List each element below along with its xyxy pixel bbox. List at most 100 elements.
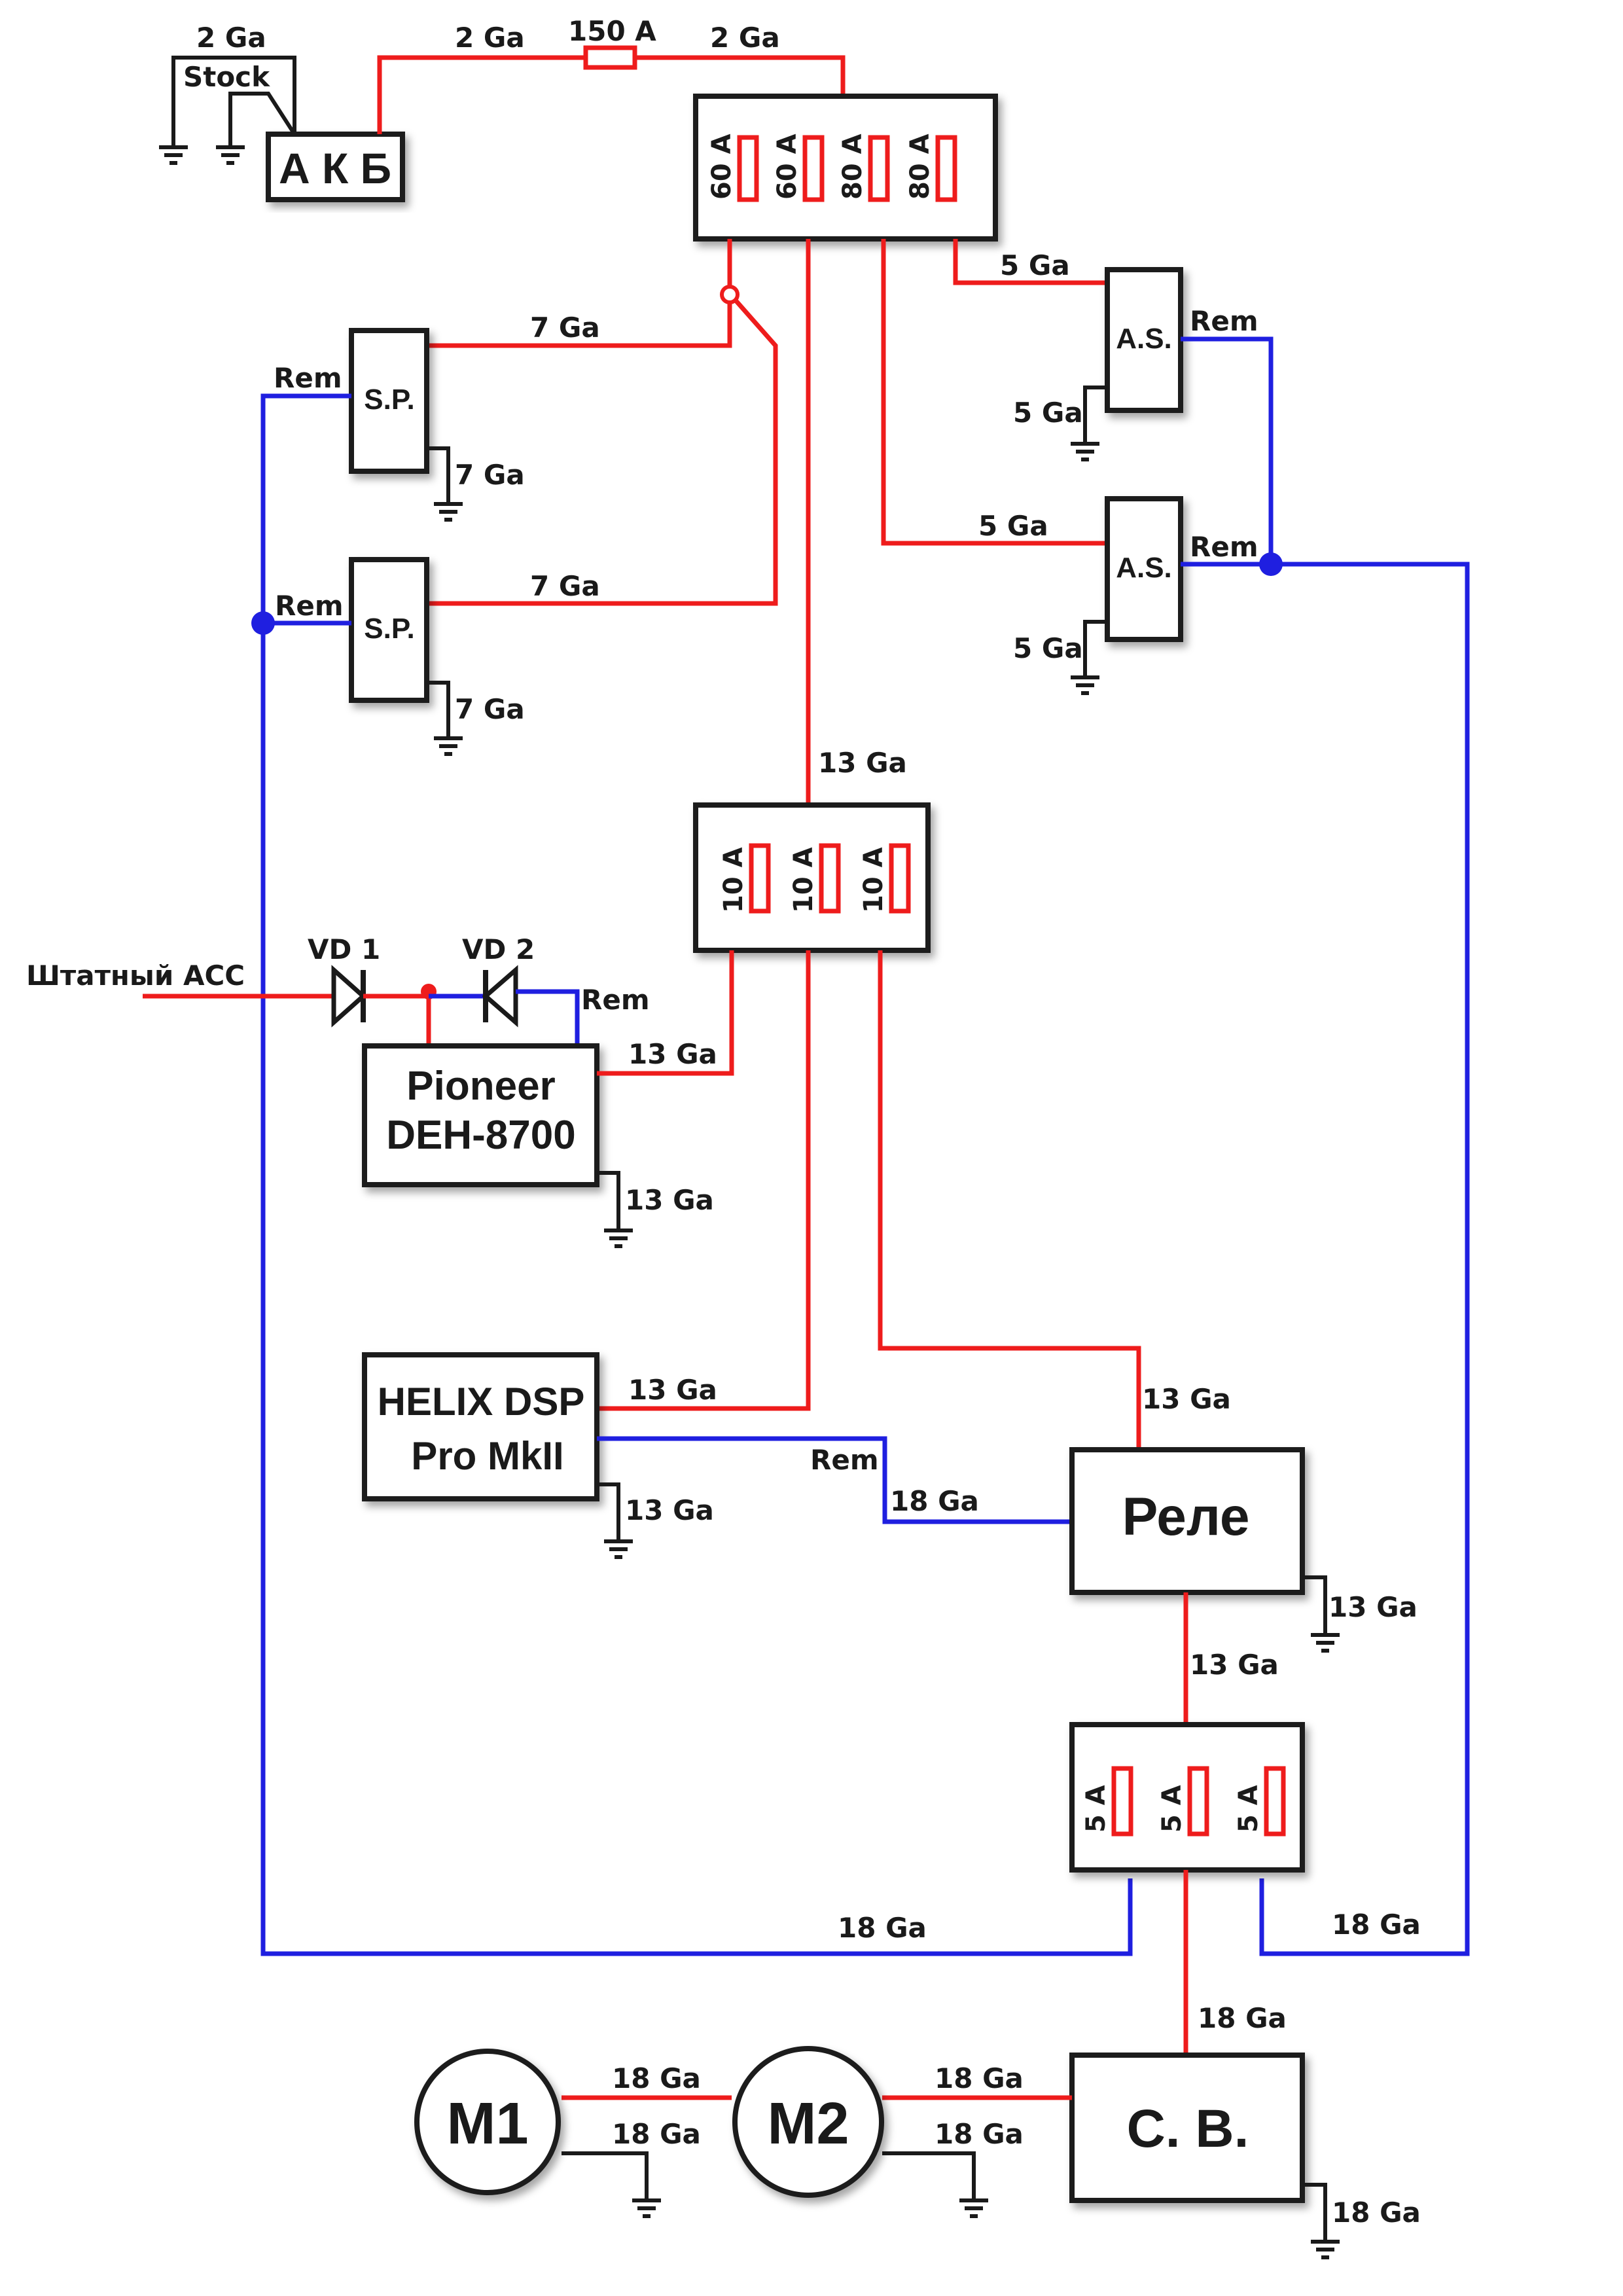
fuse-label: 80 A — [905, 134, 935, 200]
dsp-power-wire — [597, 950, 811, 1411]
junction-icon — [1259, 552, 1283, 576]
sp2-ground-gauge: 7 Ga — [455, 693, 525, 725]
inline-fuse — [583, 45, 637, 70]
ground-icon — [1311, 1635, 1340, 1651]
as2-ground-wire — [1083, 620, 1107, 677]
remote-bus-left — [260, 393, 1133, 1956]
fuse-label: 60 A — [707, 134, 737, 200]
as2-ground-gauge: 5 Ga — [1013, 632, 1083, 664]
as1-rem-label: Rem — [1190, 305, 1258, 337]
hu-power-wire — [597, 950, 734, 1076]
relay-out-gauge: 13 Ga — [1190, 1649, 1279, 1681]
ground-icon — [604, 1541, 633, 1557]
sp2-label: S.P. — [364, 613, 414, 645]
junction-icon — [720, 285, 740, 304]
sp2-box — [349, 557, 429, 703]
sp1-rem-label: Rem — [274, 362, 342, 394]
fuse-label: 60 A — [772, 134, 802, 200]
batt-fuse-gauge: 2 Ga — [455, 22, 525, 54]
motor-m2-label: M2 — [767, 2091, 849, 2157]
mid-fuses: 10 A 10 A 10 A — [719, 843, 911, 914]
dsp-rem-wire — [597, 1436, 1072, 1524]
diode-link-wire — [363, 994, 431, 1046]
as2-box — [1105, 496, 1183, 642]
inline-fuse-label: 150 A — [568, 15, 656, 47]
ground-icon — [604, 1230, 633, 1246]
sp2-rem-label: Rem — [275, 590, 344, 622]
dsp-ground-gauge: 13 Ga — [625, 1494, 714, 1526]
stock-ground-wire-2 — [228, 92, 296, 147]
battery-label: А К Б — [279, 144, 391, 192]
sp1-power-wire — [427, 239, 732, 348]
fuse-block-gauge: 2 Ga — [710, 22, 780, 54]
stock-ground-wire — [171, 56, 296, 147]
m1-power-gauge: 18 Ga — [612, 2062, 701, 2094]
diode-vd2-icon — [482, 965, 518, 1028]
relay-power-gauge: 13 Ga — [1142, 1383, 1231, 1415]
dsp-ground-wire — [597, 1482, 620, 1541]
sp1-label: S.P. — [364, 384, 414, 416]
vd2-label: VD 2 — [462, 933, 535, 965]
relay-power-wire — [878, 950, 1141, 1450]
as1-power-wire — [953, 239, 1107, 285]
fuse-label: 80 A — [838, 134, 868, 200]
main-power-wire — [377, 55, 586, 134]
m2-power-gauge: 18 Ga — [935, 2062, 1024, 2094]
mid-feed-gauge: 13 Ga — [818, 747, 907, 779]
controller-ground-gauge: 18 Ga — [1332, 2197, 1421, 2229]
remote-bus-left-gauge: 18 Ga — [838, 1912, 927, 1944]
m2-ground-gauge: 18 Ga — [935, 2118, 1024, 2150]
low-fuse-block — [1069, 1722, 1305, 1873]
ground-icon — [159, 147, 188, 163]
junction-icon — [251, 611, 275, 635]
as2-power-wire — [881, 239, 1107, 546]
ground-icon — [434, 738, 463, 754]
dsp-name: HELIX DSP — [378, 1380, 585, 1424]
low-fuses: 5 A 5 A 5 A — [1081, 1766, 1286, 1837]
sp1-ground-wire — [427, 446, 450, 504]
as1-ground-wire — [1083, 386, 1107, 444]
diode-vd1-icon — [331, 965, 367, 1028]
m2-ground-wire — [882, 2151, 976, 2200]
head-unit-model: DEH-8700 — [386, 1113, 575, 1158]
relay-label: Реле — [1122, 1487, 1250, 1547]
m1-ground-gauge: 18 Ga — [612, 2118, 701, 2150]
ground-icon — [1311, 2242, 1340, 2257]
dsp-power-gauge: 13 Ga — [628, 1374, 717, 1406]
relay-ground-gauge: 13 Ga — [1329, 1591, 1418, 1623]
controller-box — [1069, 2053, 1305, 2203]
as1-label: A.S. — [1116, 323, 1172, 355]
main-fuses: 60 A 60 A 80 A 80 A — [707, 134, 957, 202]
dsp-rem-label: Rem — [810, 1444, 879, 1476]
head-unit-box — [362, 1043, 599, 1187]
fuse-label: 5 A — [1234, 1785, 1264, 1833]
stock-ground-gauge: 2 Ga — [196, 22, 266, 54]
hu-ground-gauge: 13 Ga — [625, 1184, 714, 1216]
sp2-power-wire — [427, 299, 778, 606]
ground-icon — [632, 2200, 661, 2216]
motor-m2 — [732, 2046, 884, 2198]
motor-m1-label: M1 — [446, 2091, 528, 2157]
controller-ground-wire — [1302, 2183, 1327, 2242]
fuse-label: 10 A — [789, 847, 819, 913]
vd1-label: VD 1 — [308, 933, 380, 965]
as1-ground-gauge: 5 Ga — [1013, 397, 1083, 429]
hu-power-gauge: 13 Ga — [628, 1038, 717, 1070]
sp1-ground-gauge: 7 Ga — [455, 459, 525, 491]
dsp-model: Pro MkII — [411, 1434, 563, 1478]
ground-icon — [959, 2200, 988, 2216]
ground-icon — [216, 147, 245, 163]
ground-icon — [1071, 677, 1099, 693]
head-unit-name: Pioneer — [406, 1064, 555, 1109]
hu-rem-label: Rem — [581, 984, 650, 1016]
as1-box — [1105, 267, 1183, 413]
m1-ground-wire — [562, 2151, 649, 2200]
as2-label: A.S. — [1116, 552, 1172, 584]
fuse-label: 10 A — [859, 847, 889, 913]
controller-label: С. В. — [1127, 2099, 1249, 2159]
relay-ground-wire — [1302, 1575, 1327, 1635]
motor-m1 — [414, 2049, 561, 2195]
low-out-gauge: 18 Ga — [1198, 2002, 1287, 2034]
ground-icon — [434, 504, 463, 520]
